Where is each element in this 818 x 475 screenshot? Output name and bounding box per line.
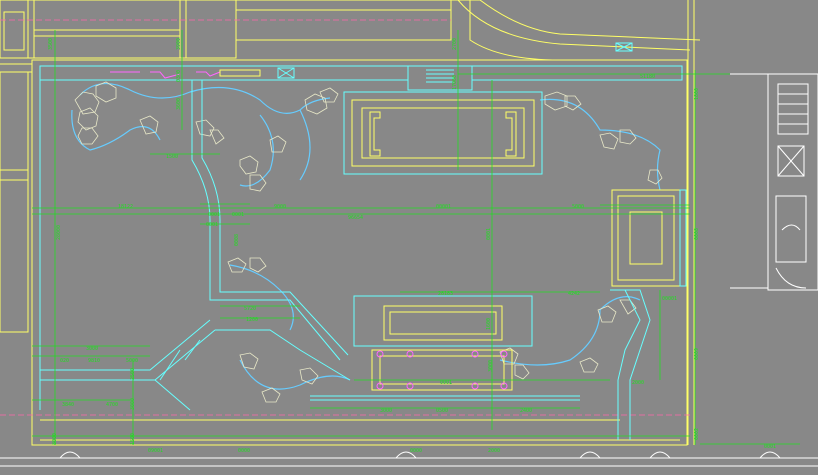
dim-center-1: 0001 xyxy=(208,212,220,218)
dim-lower-8: 3000 xyxy=(488,360,494,372)
dim-right-4: 0002 xyxy=(694,428,700,440)
dim-lower-6: 2000 xyxy=(632,380,644,386)
dim-left-5: 8000 xyxy=(52,433,58,445)
dim-middle-total: 96654 xyxy=(348,215,363,221)
dim-lower-left-1: 3000 xyxy=(86,346,98,352)
dim-lower-3: 3000 xyxy=(380,408,392,414)
dim-center-2: 0001 xyxy=(232,212,244,218)
dim-top-2: 3900 xyxy=(176,38,182,50)
dim-right-5: 00001 xyxy=(662,296,677,302)
dim-upper-left-1: 0300 xyxy=(176,70,182,82)
adjacent-building xyxy=(730,73,818,291)
center-line xyxy=(0,19,690,416)
rockery xyxy=(74,81,663,403)
dim-upper-left-2: 3600 xyxy=(176,98,182,110)
inner-edges xyxy=(39,65,683,410)
site-boundary xyxy=(0,0,695,446)
stream xyxy=(71,83,661,390)
dim-lower-7: 0500 xyxy=(436,408,448,414)
dim-right-1: 1800 xyxy=(694,88,700,100)
dim-middle-3: 00001 xyxy=(436,204,451,210)
dim-pond-3: 1600 xyxy=(486,318,492,330)
dim-lower-left-4: 5000 xyxy=(126,358,138,364)
dim-left-4: 1500 xyxy=(130,433,136,445)
dim-middle-1: 18122 xyxy=(118,204,133,210)
dim-middle-4: 5000 xyxy=(572,204,584,210)
dim-top-1: 3500 xyxy=(48,38,54,50)
dim-upper-left-3: 1500 xyxy=(166,154,178,160)
dim-top-4: 51180 xyxy=(640,74,655,80)
garden-path xyxy=(40,80,651,440)
dim-top-3: 2700 xyxy=(452,38,458,50)
dim-bottom-4: 2000 xyxy=(488,448,500,454)
dim-pond-2: 4242 xyxy=(568,291,580,297)
dim-lower-left-2: 020 xyxy=(60,358,69,364)
top-left-building xyxy=(0,0,701,61)
dim-pond-1: 28183 xyxy=(438,291,453,297)
dim-bottom-2: 0000 xyxy=(238,448,250,454)
dim-lower-1: 5720 xyxy=(244,306,256,312)
central-plaza xyxy=(343,91,543,175)
dim-middle-2: 9000 xyxy=(274,204,286,210)
dim-center-4: 0008 xyxy=(234,234,240,246)
dim-bottom-1: 09001 xyxy=(148,448,163,454)
dim-left-3: 3000 xyxy=(130,398,136,410)
dim-right-2: 0008 xyxy=(694,228,700,240)
dimension-lines xyxy=(32,30,800,445)
dim-bottom-3: 0000 xyxy=(410,448,422,454)
dim-lower-left-5: 3840 xyxy=(62,402,74,408)
dim-lower-left-3: 9810 xyxy=(88,358,100,364)
dimension-labels: 3500 3900 2700 51180 0300 3600 1500 1700… xyxy=(48,38,776,454)
dim-lower-5: 0001 xyxy=(440,380,452,386)
dim-center-3: 0001 xyxy=(206,222,218,228)
bottom-gates xyxy=(0,451,818,467)
dim-left-1: 28000 xyxy=(56,225,62,240)
dim-upper-left-4: 17000 xyxy=(452,75,458,90)
dim-right-3: 0009 xyxy=(694,348,700,360)
dim-lower-2: 1200 xyxy=(246,317,258,323)
dim-bottom-5: 0001 xyxy=(764,444,776,450)
dim-center-5: 0001 xyxy=(486,228,492,240)
top-features xyxy=(110,42,633,79)
dim-lower-left-6: 4700 xyxy=(106,402,118,408)
columns xyxy=(376,350,508,390)
dim-left-2: 2500 xyxy=(130,368,136,380)
right-pavilion xyxy=(611,189,687,287)
lower-platform xyxy=(310,295,580,401)
dim-lower-4: 2400 xyxy=(520,408,532,414)
